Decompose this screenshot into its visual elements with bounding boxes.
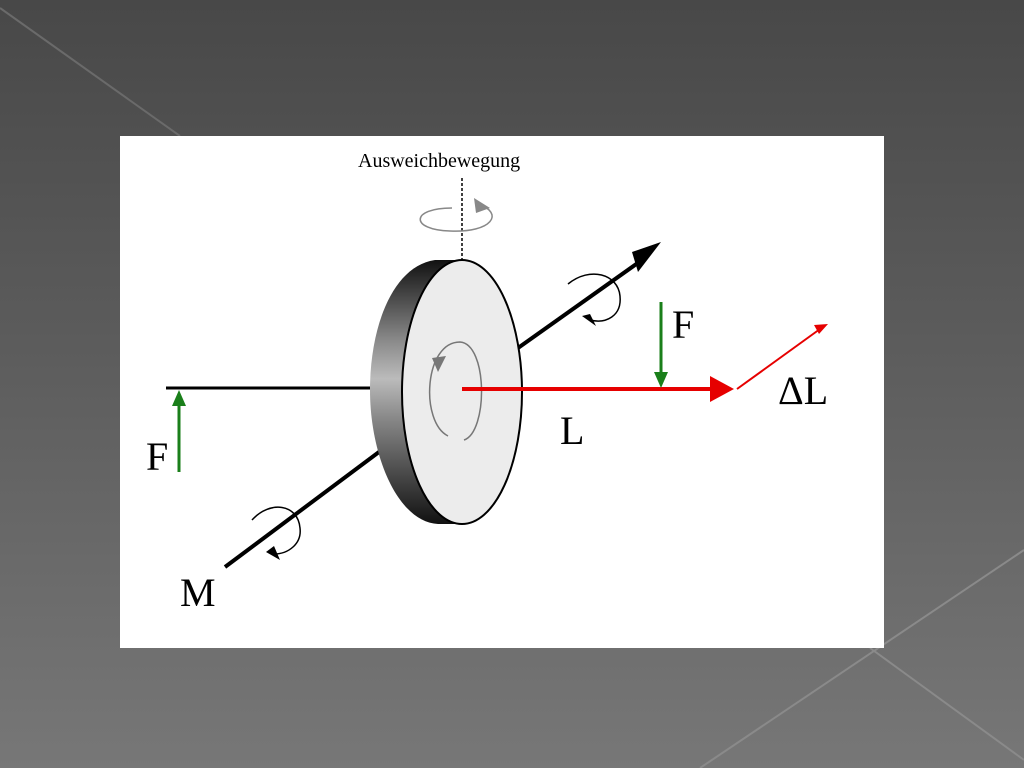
ausweichbewegung-label: Ausweichbewegung [358, 150, 520, 172]
force-label-right: F [672, 302, 694, 347]
background-diagonal-bottom-right-2 [869, 647, 1024, 761]
delta-l-arrowhead [814, 324, 828, 334]
gyroscope-disc [370, 259, 523, 525]
disc-spin-icon [428, 341, 483, 441]
torque-label: M [180, 570, 216, 615]
torque-axis [223, 447, 385, 569]
force-arrow-left-head [172, 390, 186, 406]
precession-rotation-icon [419, 198, 493, 232]
background-diagonal-top-left [0, 7, 181, 137]
delta-l-label: ΔL [778, 368, 828, 413]
delta-l-vector [736, 328, 821, 390]
background-diagonal-bottom-right-1 [699, 549, 1024, 768]
force-label-left: F [146, 434, 168, 479]
upper-right-axis-arrowhead [632, 242, 661, 272]
lower-left-rotation-icon [251, 506, 301, 560]
angular-momentum-label: L [560, 408, 584, 453]
diagram-panel: Ausweichbewegung [120, 136, 884, 648]
upper-right-axis [516, 258, 644, 350]
upper-right-rotation-icon [567, 273, 621, 326]
gyroscope-diagram: Ausweichbewegung [146, 150, 828, 615]
force-arrow-right-head [654, 372, 668, 388]
angular-momentum-arrowhead [710, 376, 734, 402]
